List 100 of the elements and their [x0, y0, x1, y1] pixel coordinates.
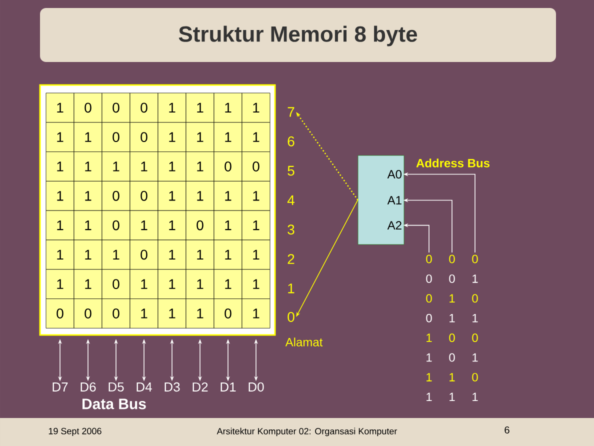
- footer-text: Arsitektur Komputer 02: Organsasi Komputer: [216, 428, 398, 436]
- data-line-label: D4: [136, 382, 152, 392]
- grid-cell: 1: [186, 152, 214, 182]
- bit-value: 1: [472, 392, 478, 402]
- bit-value: 0: [449, 254, 455, 264]
- grid-cell: 0: [102, 122, 130, 152]
- grid-cell: 0: [214, 152, 242, 182]
- data-line-label: D6: [80, 382, 96, 392]
- grid-cell: 1: [74, 181, 102, 211]
- grid-cell: 1: [214, 210, 242, 240]
- grid-cell: 1: [214, 181, 242, 211]
- axis-title: Alamat: [285, 338, 323, 346]
- grid-cell: 0: [74, 92, 102, 123]
- decoder-box: [358, 155, 404, 245]
- grid-cell: 1: [130, 152, 158, 182]
- grid-cell: 1: [242, 298, 270, 328]
- pin-label: A1: [387, 196, 402, 204]
- bit-value: 1: [450, 314, 455, 322]
- grid-cell: 1: [46, 240, 74, 270]
- grid-cell: 0: [102, 298, 130, 328]
- grid-cell: 0: [186, 210, 214, 240]
- grid-cell: 1: [130, 269, 158, 299]
- pin-label: A0: [387, 170, 402, 179]
- bit-value: 0: [472, 294, 478, 303]
- grid-cell: 0: [130, 240, 158, 270]
- bit-value: 1: [472, 353, 478, 362]
- grid-cell: 1: [214, 269, 242, 299]
- grid-cell: 0: [102, 92, 130, 123]
- grid-cell: 1: [214, 122, 242, 152]
- bit-value: 1: [472, 314, 478, 322]
- grid-cell: 1: [158, 92, 186, 123]
- grid-cell: 1: [46, 210, 74, 240]
- footer-text: 19 Sept 2006: [48, 428, 102, 436]
- bit-value: 0: [472, 254, 478, 264]
- grid-cell: 0: [102, 210, 130, 240]
- grid-cell: 1: [242, 92, 270, 123]
- grid-cell: 1: [158, 210, 186, 240]
- grid-cell: 1: [102, 240, 130, 270]
- grid-cell: 1: [46, 269, 74, 299]
- grid-cell: 1: [74, 240, 102, 270]
- data-line-label: D5: [108, 382, 124, 392]
- bit-value: 0: [426, 294, 432, 303]
- bit-value: 0: [449, 334, 455, 342]
- bus-title: Data Bus: [82, 398, 146, 410]
- grid-cell: 1: [242, 210, 270, 240]
- grid-cell: 1: [74, 210, 102, 240]
- grid-cell: 1: [242, 122, 270, 152]
- grid-cell: 0: [102, 181, 130, 211]
- grid-cell: 0: [214, 298, 242, 328]
- grid-cell: 0: [242, 152, 270, 182]
- grid-cell: 1: [46, 181, 74, 211]
- title-banner: Struktur Memori 8 byte: [40, 8, 556, 62]
- grid-cell: 1: [46, 152, 74, 182]
- grid-cell: 1: [158, 181, 186, 211]
- data-line-label: D2: [192, 382, 208, 392]
- grid-cell: 1: [186, 298, 214, 328]
- grid-cell: 0: [46, 298, 74, 328]
- grid-cell: 1: [214, 240, 242, 270]
- grid-cell: 1: [130, 298, 158, 328]
- grid-cell: 1: [74, 152, 102, 182]
- grid-cell: 0: [130, 122, 158, 152]
- grid-cell: 0: [130, 181, 158, 211]
- grid-cell: 0: [102, 269, 130, 299]
- grid-cell: 1: [242, 181, 270, 211]
- bus-title: Address Bus: [416, 158, 490, 168]
- grid-cell: 1: [74, 122, 102, 152]
- bit-value: 1: [426, 334, 432, 342]
- grid-cell: 1: [102, 152, 130, 182]
- bit-value: 1: [426, 353, 432, 362]
- bit-value: 0: [426, 254, 432, 264]
- data-line-label: D1: [220, 382, 236, 392]
- grid-cell: 1: [158, 269, 186, 299]
- grid-cell: 1: [186, 240, 214, 270]
- grid-cell: 1: [242, 269, 270, 299]
- grid-cell: 1: [158, 152, 186, 182]
- page-number: 6: [504, 426, 510, 434]
- bit-value: 1: [472, 274, 478, 283]
- grid-cell: 1: [186, 181, 214, 211]
- grid-cell: 1: [158, 240, 186, 270]
- grid-cell: 1: [186, 122, 214, 152]
- grid-cell: 1: [158, 122, 186, 152]
- bit-value: 0: [449, 274, 455, 283]
- grid-cell: 1: [186, 269, 214, 299]
- address-number: 0: [288, 312, 294, 322]
- bit-value: 1: [450, 373, 455, 382]
- grid-cell: 0: [130, 92, 158, 123]
- grid-cell: 1: [46, 122, 74, 152]
- bit-value: 0: [472, 372, 478, 382]
- bit-value: 0: [449, 353, 455, 362]
- data-line-label: D0: [248, 382, 264, 392]
- grid-cell: 1: [214, 92, 242, 123]
- address-number: 7: [288, 107, 294, 117]
- grid-cell: 1: [130, 210, 158, 240]
- pin-label: A2: [387, 221, 402, 230]
- grid-cell: 1: [74, 269, 102, 299]
- grid-cell: 0: [74, 298, 102, 328]
- bit-value: 0: [472, 334, 478, 342]
- grid-cell: 1: [242, 240, 270, 270]
- bit-value: 1: [426, 373, 432, 382]
- bit-value: 1: [450, 392, 455, 402]
